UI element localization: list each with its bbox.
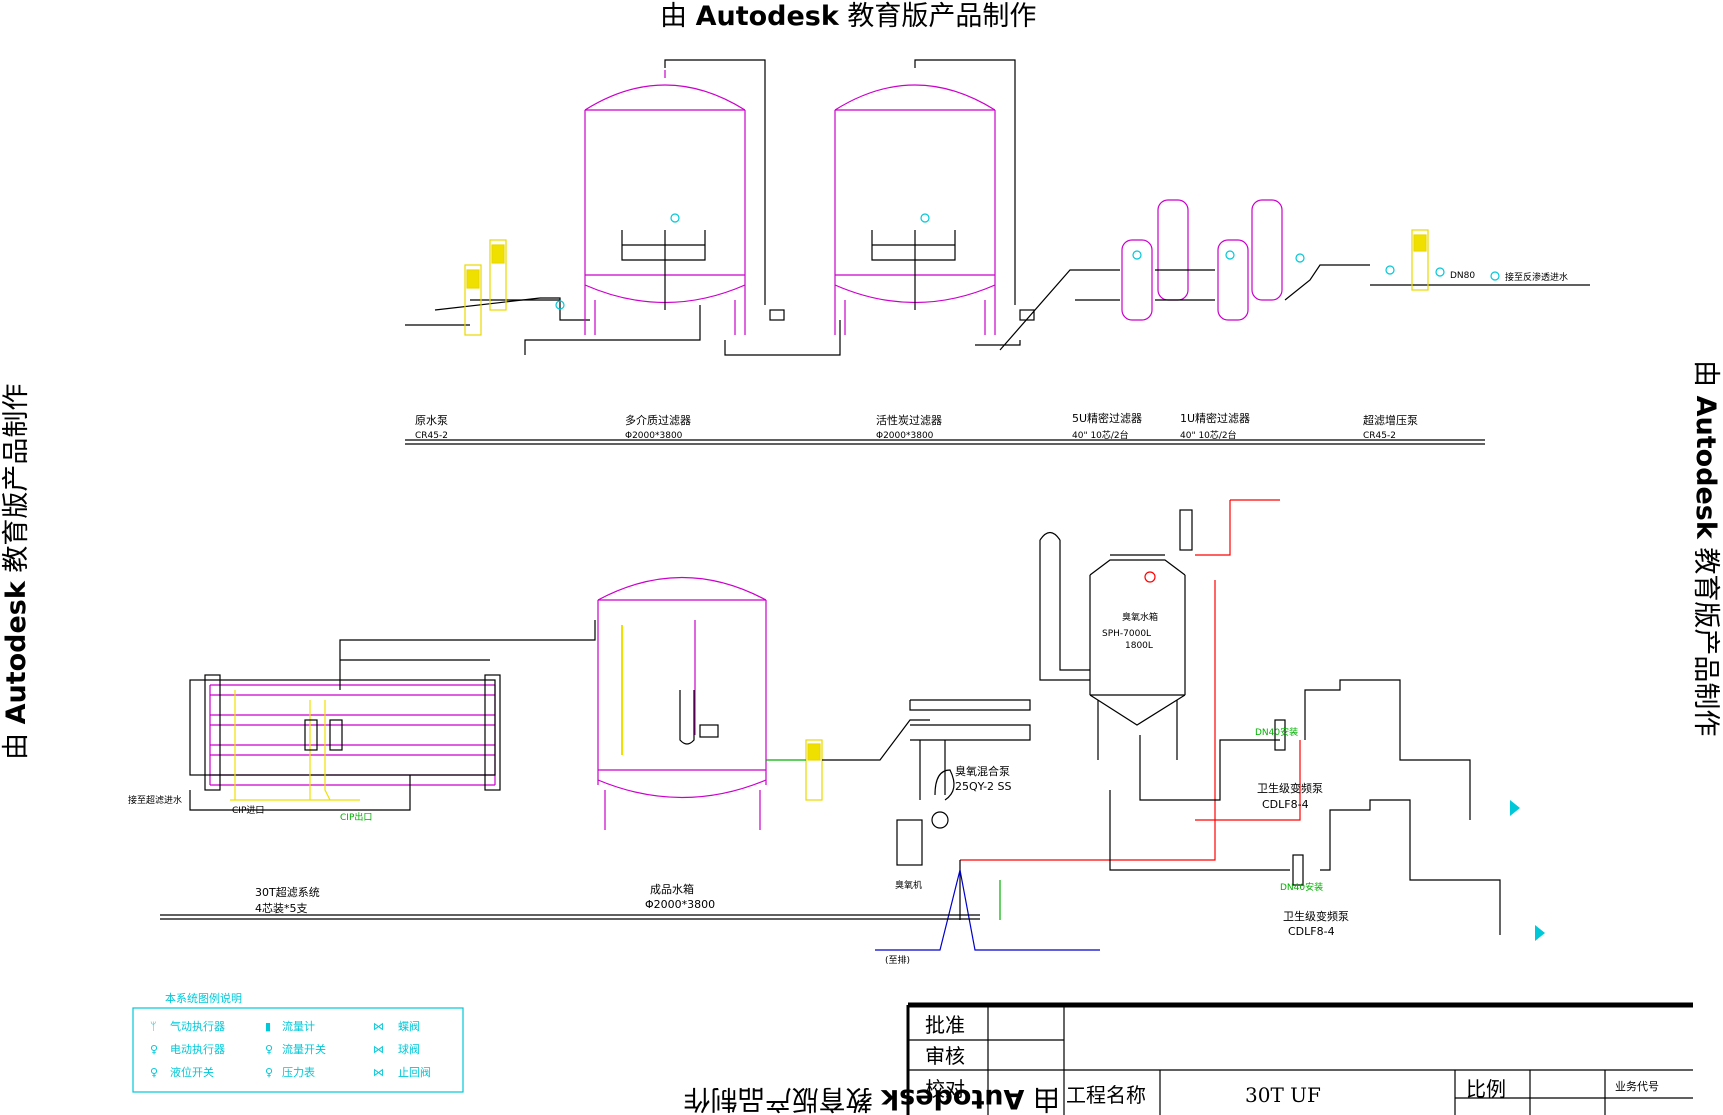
uf-yellow-piping (230, 690, 360, 801)
legend-butterfly-icon: ⋈ (373, 1020, 384, 1033)
label-ozone-tank: 臭氧水箱 (1122, 611, 1158, 623)
spec-pump-a: CDLF8-4 (1262, 798, 1309, 811)
watermark-bottom: 由 Autodesk 教育版产品制作 (684, 1083, 1060, 1114)
title-block (906, 1002, 1693, 1115)
carbon-filter-piping (724, 59, 1035, 356)
spec2-ozone-tank: 1800L (1125, 641, 1153, 651)
spec-booster: CR45-2 (1363, 431, 1396, 441)
tb-scale-label: 比例 (1466, 1077, 1506, 1101)
instrument-gauges (555, 213, 1500, 310)
ozone-water-tank (1089, 509, 1193, 760)
label-5u: 5U精密过滤器 (1072, 411, 1142, 425)
cartridge-filters (1121, 199, 1283, 321)
top-process (405, 59, 1590, 445)
tb-check: 校对 (925, 1077, 965, 1101)
label-carbon: 活性炭过滤器 (876, 413, 942, 427)
cartridge-piping (999, 264, 1590, 351)
label-pump-b: 卫生级变频泵 (1283, 909, 1349, 923)
product-water-tank (597, 576, 767, 830)
dn-pump-a: DN40安装 (1255, 726, 1298, 738)
label-booster: 超滤增压泵 (1363, 413, 1418, 427)
label-pump-a: 卫生级变频泵 (1257, 781, 1323, 795)
spec-pump-b: CDLF8-4 (1288, 925, 1335, 938)
label-ozone-pump: 臭氧混合泵 (955, 764, 1010, 778)
bottom-process (160, 499, 1545, 951)
raw-water-pump (405, 239, 701, 355)
dn-pump-b: DN40安装 (1280, 881, 1323, 893)
ozone-generator (875, 819, 1100, 951)
distribution-pumps (1109, 679, 1501, 935)
legend-flowswitch-icon: ♀ (265, 1043, 273, 1056)
legend-flowmeter: 流量计 (282, 1019, 315, 1033)
legend-electric: 电动执行器 (170, 1042, 225, 1056)
booster-pump (1411, 229, 1429, 291)
legend-level: 液位开关 (170, 1065, 214, 1079)
legend-pneumatic-icon: ᛘ (150, 1020, 157, 1033)
spec-multimedia: Φ2000*3800 (625, 431, 683, 441)
watermark-top: 由 Autodesk 教育版产品制作 (660, 1, 1036, 32)
label-multimedia: 多介质过滤器 (625, 413, 691, 427)
label-ro-inlet: 接至反渗透进水 (1505, 271, 1568, 283)
product-tank-internals (621, 620, 719, 755)
spec-ozone-pump: 25QY-2 SS (955, 780, 1012, 793)
spec-carbon: Φ2000*3800 (876, 431, 934, 441)
top-equipment-labels: 原水泵 CR45-2 多介质过滤器 Φ2000*3800 活性炭过滤器 Φ200… (415, 271, 1568, 441)
legend-gauge: 压力表 (282, 1065, 315, 1079)
label-cip-out: CIP出口 (340, 811, 372, 823)
label-ozone-gen: 臭氧机 (895, 879, 922, 891)
label-1u: 1U精密过滤器 (1180, 411, 1250, 425)
legend-electric-icon: ♀ (150, 1043, 158, 1056)
legend-gauge-icon: ♀ (265, 1066, 273, 1079)
tb-approve: 批准 (925, 1013, 965, 1037)
spec-5u: 40" 10芯/2台 (1072, 429, 1129, 441)
label-uf-system: 30T超滤系统 (255, 885, 320, 899)
legend-flowswitch: 流量开关 (282, 1042, 326, 1056)
spec-product-tank: Φ2000*3800 (645, 898, 715, 911)
label-drain: (至排) (885, 954, 910, 966)
watermark-right: 由 Autodesk 教育版产品制作 (1690, 360, 1721, 736)
legend-pneumatic: 气动执行器 (170, 1019, 225, 1033)
bottom-equipment-labels: 30T超滤系统 4芯装*5支 成品水箱 Φ2000*3800 臭氧混合泵 25Q… (128, 611, 1349, 966)
tb-project-value: 30T UF (1245, 1083, 1321, 1107)
tb-project-label: 工程名称 (1066, 1083, 1146, 1107)
uf-frame (189, 620, 596, 811)
legend-level-icon: ♀ (150, 1066, 158, 1079)
legend-check-icon: ⋈ (373, 1066, 384, 1079)
outlet-arrows (1510, 800, 1545, 941)
label-dn80: DN80 (1450, 271, 1475, 281)
legend-flowmeter-icon: ▮ (265, 1020, 271, 1033)
tb-review: 审核 (925, 1044, 965, 1068)
label-product-tank: 成品水箱 (650, 882, 694, 896)
legend-check: 止回阀 (398, 1065, 431, 1079)
spec-raw-pump: CR45-2 (415, 431, 448, 441)
watermark-left: 由 Autodesk 教育版产品制作 (1, 384, 32, 760)
legend-butterfly: 蝶阀 (398, 1019, 420, 1033)
uf-system (204, 674, 501, 791)
legend-ball-icon: ⋈ (373, 1043, 384, 1056)
tb-code-label: 业务代号 (1615, 1080, 1659, 1093)
product-pump (766, 719, 930, 801)
legend-title: 本系统图例说明 (165, 991, 242, 1005)
hot-water-loop (960, 499, 1301, 861)
spec-uf-system: 4芯装*5支 (255, 901, 308, 915)
label-cip-in: CIP进口 (232, 805, 264, 816)
legend-ball: 球阀 (398, 1042, 420, 1056)
spec1-ozone-tank: SPH-7000L (1102, 629, 1151, 639)
label-feed: 接至超滤进水 (128, 794, 182, 806)
spec-1u: 40" 10芯/2台 (1180, 429, 1237, 441)
label-raw-pump: 原水泵 (415, 414, 448, 427)
title-block-text: 批准 审核 校对 工程名称 30T UF 比例 业务代号 (925, 1013, 1659, 1107)
legend: 本系统图例说明 ᛘ 气动执行器 ▮ 流量计 ⋈ 蝶阀 ♀ 电动执行器 ♀ 流量开… (132, 991, 464, 1093)
ozone-loop (909, 531, 1090, 829)
multimedia-filter-piping (621, 59, 785, 321)
